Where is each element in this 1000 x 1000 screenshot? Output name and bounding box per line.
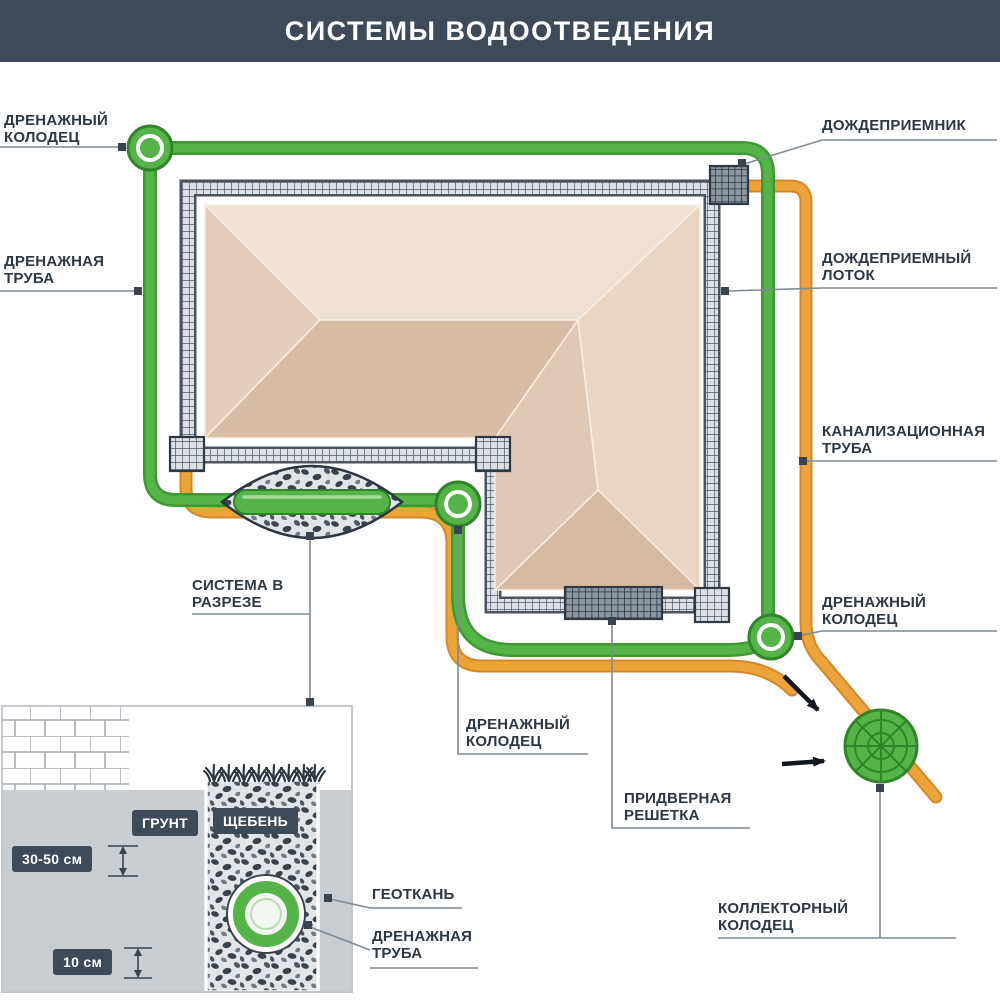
tray-fittings (168, 164, 750, 624)
door-grate-box (563, 585, 664, 621)
pipe-cross-section (226, 874, 306, 954)
label-drainage-well-top: ДРЕНАЖНЫЙ КОЛОДЕЦ (4, 112, 109, 146)
leader-dots (118, 143, 884, 929)
rain-inlet-box (708, 164, 750, 206)
tray-corner-left (168, 435, 206, 473)
label-collector-well: КОЛЛЕКТОРНЫЙ КОЛОДЕЦ (718, 900, 849, 934)
collector-well-graphic (843, 708, 919, 784)
drainage-wells (126, 124, 795, 661)
badge-depth-dim: 30-50 см (12, 846, 93, 872)
house-roof (203, 203, 702, 592)
label-sewer-pipe: КАНАЛИЗАЦИОННАЯ ТРУБА (822, 423, 986, 457)
tray-corner-wing (693, 586, 731, 624)
lens-pipe (233, 489, 391, 515)
cutaway-lens (219, 464, 405, 540)
label-drainage-pipe: ДРЕНАЖНАЯ ТРУБА (4, 253, 105, 287)
label-drainage-well-bottom: ДРЕНАЖНЫЙ КОЛОДЕЦ (466, 716, 571, 750)
page-title: СИСТЕМЫ ВОДООТВЕДЕНИЯ (284, 15, 716, 46)
panel-border (1, 705, 353, 993)
label-rain-tray: ДОЖДЕПРИЕМНЫЙ ЛОТОК (822, 250, 972, 284)
tray-corner-inner (474, 435, 512, 473)
label-drainage-well-right: ДРЕНАЖНЫЙ КОЛОДЕЦ (822, 594, 927, 628)
badge-soil: ГРУНТ (132, 810, 198, 836)
label-geotextile: ГЕОТКАНЬ (372, 886, 455, 903)
badge-bottom-dim: 10 см (53, 949, 113, 975)
flow-arrow-right (781, 756, 826, 767)
badge-gravel: ЩЕБЕНЬ (213, 808, 298, 834)
label-door-grate: ПРИДВЕРНАЯ РЕШЕТКА (624, 790, 732, 824)
flow-arrow-diagonal (782, 674, 820, 712)
drainage-well-top-left (126, 124, 174, 172)
label-drainage-pipe-section: ДРЕНАЖНАЯ ТРУБА (372, 928, 473, 962)
header-bar: СИСТЕМЫ ВОДООТВЕДЕНИЯ (0, 0, 1000, 62)
label-rain-inlet: ДОЖДЕПРИЕМНИК (822, 117, 966, 134)
leader-lines (0, 139, 997, 969)
bottom-dimension-arrow (124, 947, 152, 979)
flow-arrows (781, 674, 826, 767)
label-system-cutaway: СИСТЕМА В РАЗРЕЗЕ (192, 577, 284, 611)
drainage-well-middle (434, 480, 482, 528)
brick-wall (3, 706, 129, 790)
drainage-well-bottom-right (747, 613, 795, 661)
depth-dimension-arrow (108, 845, 138, 877)
